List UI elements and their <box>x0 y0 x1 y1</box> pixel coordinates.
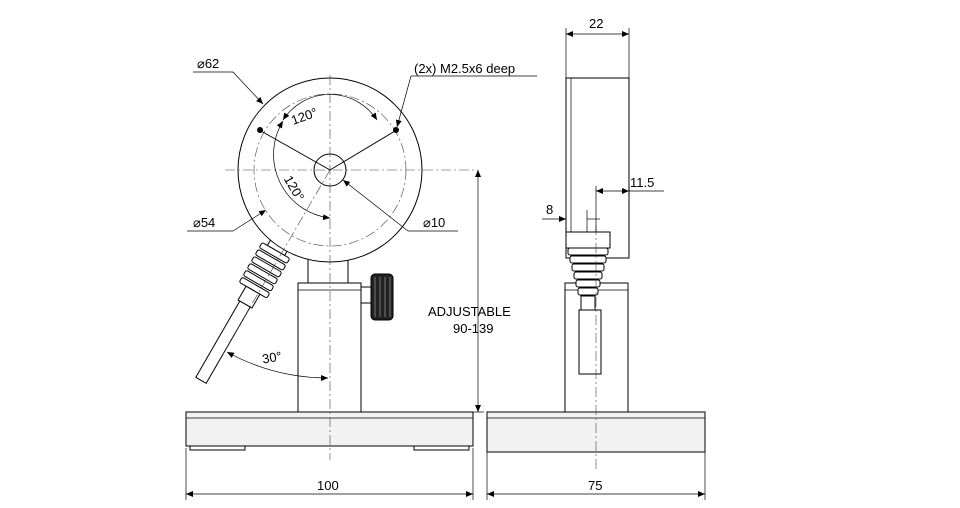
holes-label: (2x) M2.5x6 deep <box>414 61 515 76</box>
side-gauge <box>565 77 630 259</box>
offset-small-label: 8 <box>546 202 553 217</box>
inner-diameter-label: ⌀54 <box>193 215 215 230</box>
front-view: 120° 120° 30° ⌀62 ⌀54 ⌀10 (2x) M2.5x6 de… <box>185 56 537 500</box>
adjustable-label-line1: ADJUSTABLE <box>428 304 511 319</box>
width-front-dimension: 100 <box>185 448 474 500</box>
side-view: 22 8 11.5 75 <box>486 16 706 500</box>
thickness-label: 22 <box>589 16 603 31</box>
diameter-leaders: ⌀62 ⌀54 ⌀10 (2x) M2.5x6 deep <box>187 56 537 232</box>
front-base <box>185 411 474 451</box>
offset-small-dimension: 8 <box>542 202 600 232</box>
thickness-dimension: 22 <box>565 16 630 78</box>
offset-right-label: 11.5 <box>630 175 654 190</box>
width-side-label: 75 <box>588 478 602 493</box>
side-strain-relief <box>565 225 611 470</box>
width-front-label: 100 <box>317 478 339 493</box>
adjustable-dimension: ADJUSTABLE 90-139 <box>428 170 511 413</box>
side-column <box>564 282 629 413</box>
outer-diameter-label: ⌀62 <box>197 56 219 71</box>
width-side-dimension: 75 <box>486 452 706 500</box>
offset-right-dimension: 11.5 <box>595 175 664 232</box>
angle-stem-label: 30° <box>261 348 283 366</box>
center-diameter-label: ⌀10 <box>423 215 445 230</box>
adjustable-label-line2: 90-139 <box>453 321 493 336</box>
thumb-screw <box>360 273 394 321</box>
front-column <box>297 256 362 413</box>
